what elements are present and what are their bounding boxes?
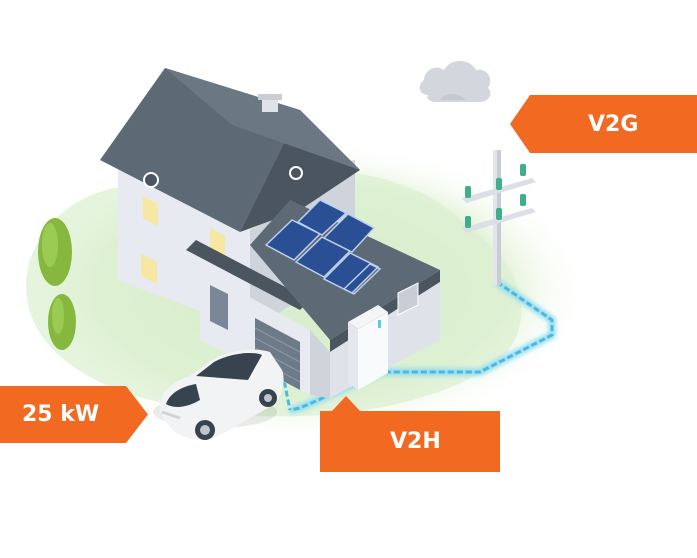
v2g-label-text: V2G — [588, 111, 639, 137]
tree-left-bottom — [48, 294, 76, 350]
v2h-label-text: V2H — [390, 429, 441, 454]
power-rating-text: 25 kW — [22, 402, 100, 427]
utility-pole-icon — [462, 150, 536, 285]
solar-panel-icon — [264, 199, 382, 295]
tree-left-top — [38, 218, 72, 286]
home-battery-icon — [348, 305, 388, 390]
v2g-label: V2G — [510, 95, 697, 153]
power-rating-label: 25 kW — [0, 386, 148, 443]
electric-car-icon — [153, 349, 284, 440]
cloud-icon — [419, 61, 491, 102]
